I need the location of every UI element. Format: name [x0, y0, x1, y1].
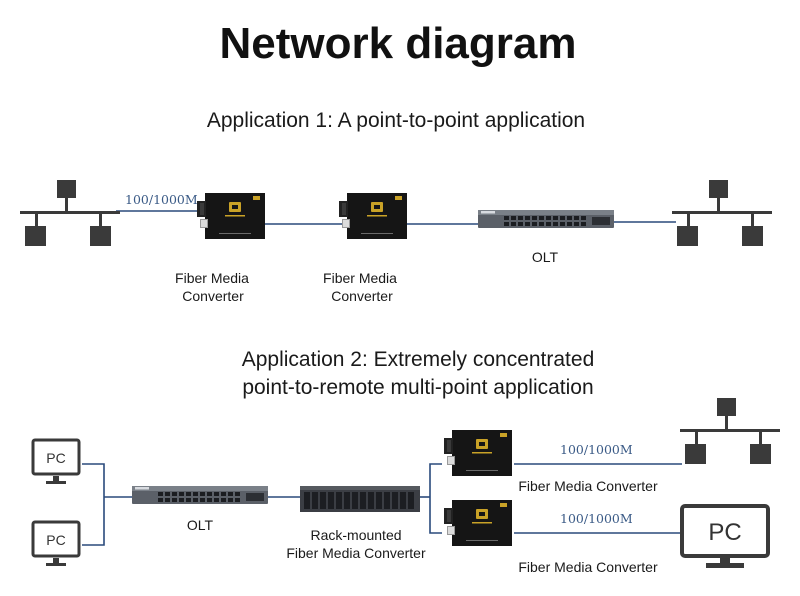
pc-monitor-icon	[680, 504, 770, 568]
lan-topology-icon	[680, 398, 780, 464]
app2-pc-bottom-text: PC	[46, 532, 65, 548]
fiber-converter-icon	[444, 430, 512, 476]
app2-pc-top-text: PC	[46, 450, 65, 466]
app2-converter-top-label: Fiber Media Converter	[518, 478, 658, 494]
app1-olt-label: OLT	[532, 249, 559, 265]
app2-rack-label-line2: Fiber Media Converter	[286, 545, 426, 561]
app2-speed-bottom-label: 100/1000M	[560, 511, 633, 526]
app1-speed-label: 100/1000M	[125, 192, 198, 207]
app2-heading-line1: Application 2: Extremely concentrated	[242, 348, 595, 371]
app1-converter-a-label-line1: Fiber Media	[175, 270, 249, 286]
app2-heading-line2: point-to-remote multi-point application	[242, 376, 593, 399]
ethernet-switch-icon	[478, 210, 614, 228]
app1-converter-b-label-line1: Fiber Media	[323, 270, 397, 286]
app2-converter-bottom-label: Fiber Media Converter	[518, 559, 658, 575]
ethernet-switch-icon	[132, 486, 268, 504]
app1-fiber-links	[116, 210, 676, 225]
lan-topology-icon	[672, 180, 772, 246]
fiber-converter-icon	[197, 193, 265, 239]
fiber-converter-icon	[444, 500, 512, 546]
app2-pc-remote-text: PC	[708, 519, 741, 546]
app1-converter-a-label-line2: Converter	[182, 288, 244, 304]
app2-link-pcs-bracket	[82, 463, 105, 546]
app2-olt-label: OLT	[187, 517, 214, 533]
app2-fiber-links	[82, 463, 682, 546]
app2-link-splitter	[429, 463, 442, 534]
fiber-converter-icon	[339, 193, 407, 239]
lan-topology-icon	[20, 180, 120, 246]
app2-speed-top-label: 100/1000M	[560, 442, 633, 457]
app2-rack-label-line1: Rack-mounted	[310, 527, 401, 543]
app1-converter-b-label-line2: Converter	[331, 288, 393, 304]
rack-chassis-icon	[300, 486, 420, 512]
app1-heading: Application 1: A point-to-point applicat…	[207, 109, 585, 132]
diagram-title: Network diagram	[220, 19, 577, 68]
